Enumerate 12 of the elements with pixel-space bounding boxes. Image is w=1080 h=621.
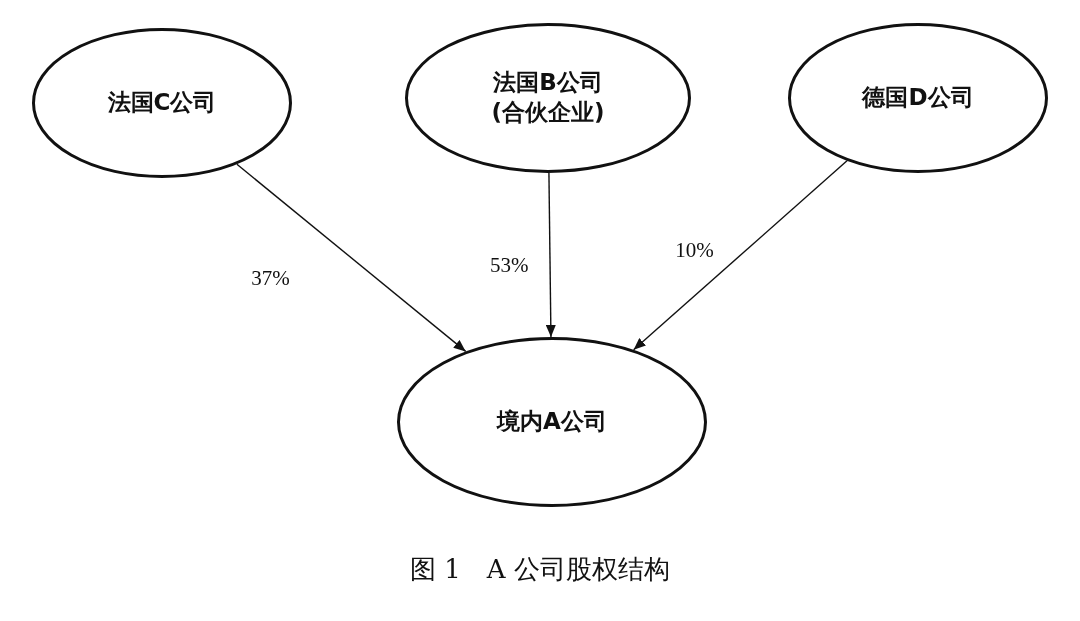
node-label: 境内A公司 bbox=[497, 407, 607, 437]
node-label: 法国C公司 bbox=[107, 88, 217, 118]
node-label: 德国D公司 bbox=[862, 83, 974, 113]
company-ellipse bbox=[788, 23, 1048, 173]
arrow bbox=[236, 163, 467, 353]
company-ellipse bbox=[32, 28, 292, 178]
company-ellipse bbox=[397, 337, 707, 507]
company-ellipse bbox=[405, 23, 691, 173]
figure-caption: 图 1 A 公司股权结构 bbox=[410, 554, 670, 584]
arrow bbox=[632, 160, 848, 351]
node-label: 法国B公司(合伙企业) bbox=[490, 68, 606, 127]
arrow bbox=[545, 172, 556, 338]
